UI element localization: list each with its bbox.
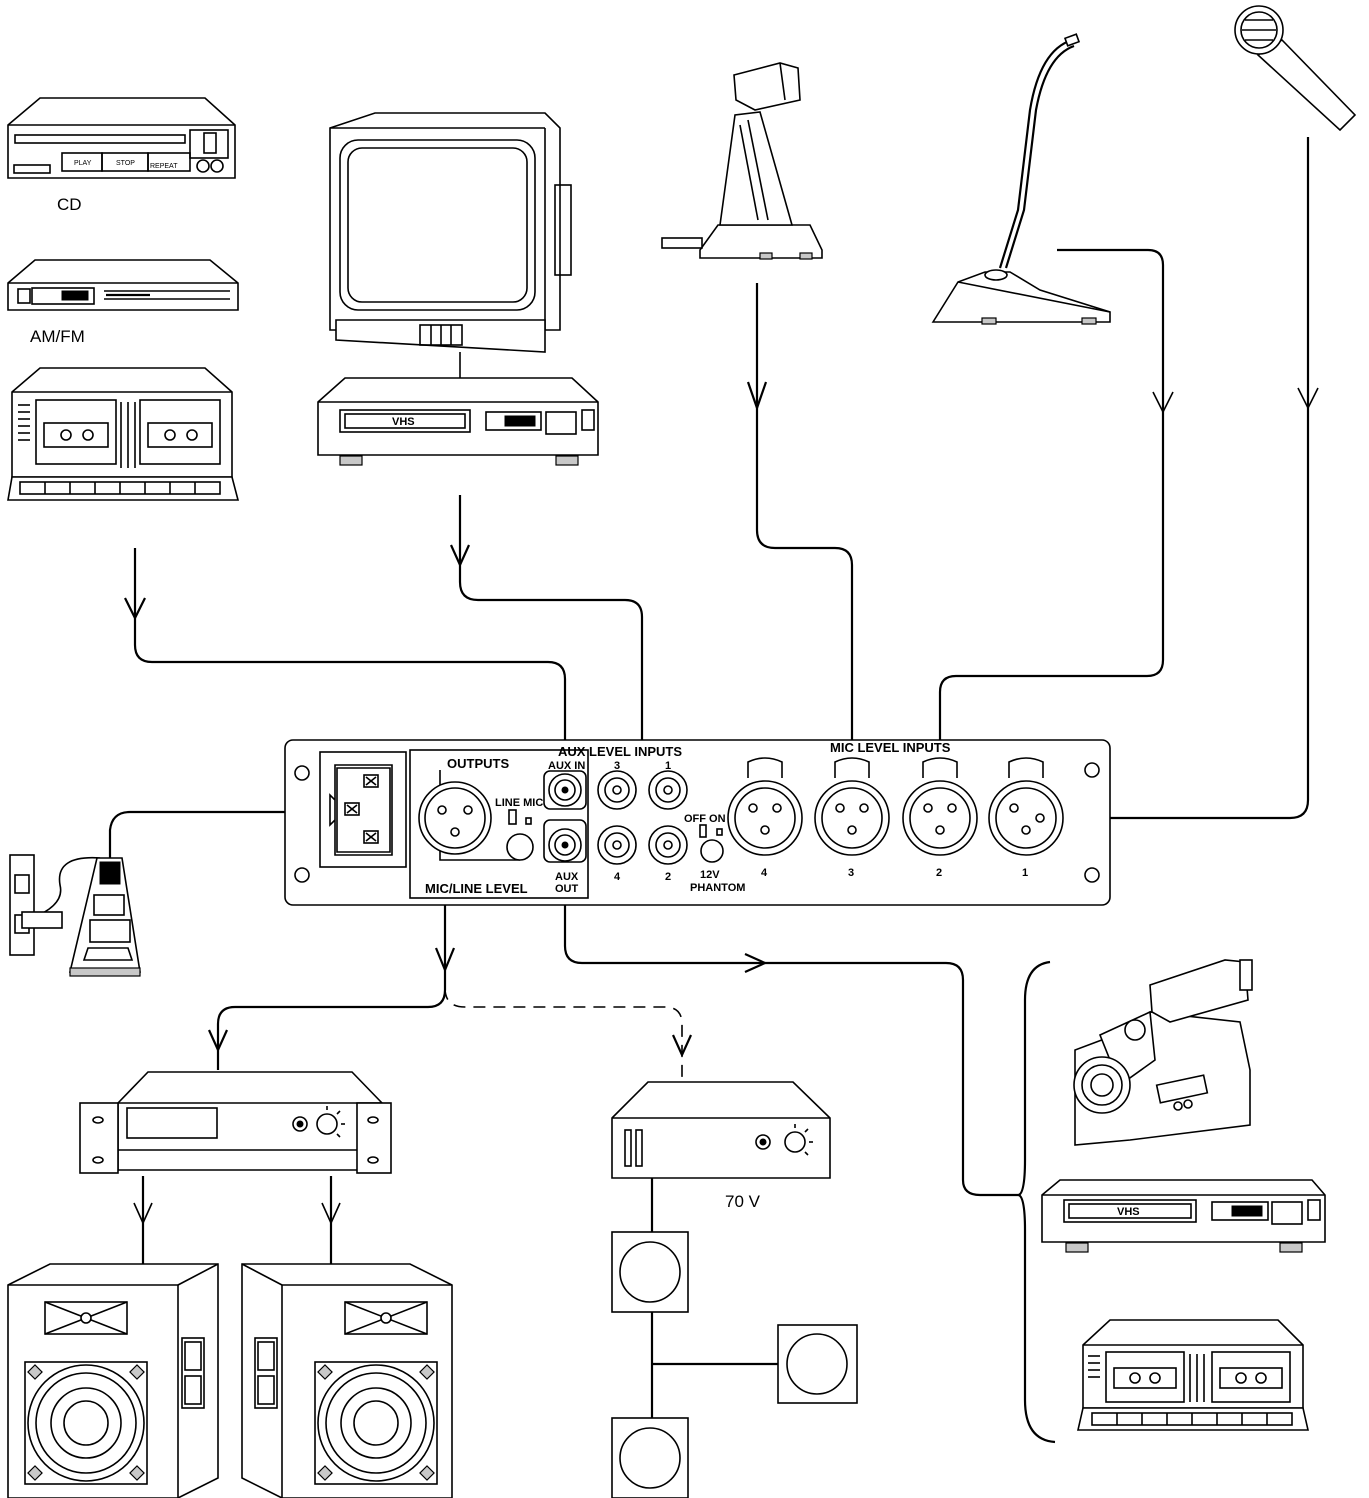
- off-on-label: OFF ON: [684, 813, 726, 825]
- mic-jack-1-label: 1: [1022, 867, 1028, 879]
- ceiling-speaker-1: [611, 1231, 689, 1313]
- aux-jack-1-label: 1: [665, 760, 671, 772]
- output-xlr-jack[interactable]: [418, 781, 492, 855]
- v70-label: 70 V: [725, 1192, 761, 1211]
- tv-monitor: [329, 112, 572, 353]
- amfm-label: AM/FM: [30, 327, 85, 346]
- signal-arrows: [124, 381, 1319, 1225]
- vcr-right: VHS: [1041, 1179, 1326, 1253]
- outputs-label: OUTPUTS: [447, 756, 509, 771]
- speaker-right: [241, 1263, 453, 1498]
- amfm-tuner: [7, 259, 239, 311]
- aux-jack-4-label: 4: [614, 871, 621, 883]
- rear-panel: OUTPUTS LINE MIC MIC/LINE LEVEL AUX LEVE…: [284, 739, 1111, 906]
- mic-jack-4-label: 4: [761, 867, 768, 879]
- aux-out-label-1: AUX: [555, 871, 579, 883]
- aux-out-label-2: OUT: [555, 883, 579, 895]
- aux-jack-2[interactable]: [648, 825, 688, 865]
- phantom-label: PHANTOM: [690, 882, 745, 894]
- aux-out-jack[interactable]: [543, 819, 587, 863]
- gooseneck-microphone: [931, 33, 1111, 325]
- power-strip: [68, 857, 141, 977]
- aux-jack-3[interactable]: [597, 770, 637, 810]
- aux-level-inputs-label: AUX LEVEL INPUTS: [558, 744, 682, 759]
- mic-xlr-jack-4[interactable]: [727, 757, 803, 856]
- vcr-right-vhs-label: VHS: [1117, 1206, 1140, 1218]
- mic-jack-3-label: 3: [848, 867, 854, 879]
- phantom-switch[interactable]: [699, 824, 707, 838]
- cd-play-label: PLAY: [74, 160, 92, 167]
- phantom-12v-label: 12V: [700, 869, 720, 881]
- vcr-main-vhs-label: VHS: [392, 416, 415, 428]
- power-inlet[interactable]: [319, 751, 407, 868]
- phantom-indicator: [700, 839, 724, 863]
- cd-stop-label: STOP: [116, 160, 135, 167]
- mic-level-inputs-label: MIC LEVEL INPUTS: [830, 740, 951, 755]
- line-mic-label: LINE MIC: [495, 797, 543, 809]
- speaker-left: [7, 1263, 219, 1498]
- signal-cables: [31, 137, 1310, 1444]
- aux-jack-3-label: 3: [614, 760, 620, 772]
- cd-repeat-label: REPEAT: [150, 163, 178, 170]
- camcorder: [1073, 959, 1253, 1146]
- vcr-main: VHS: [317, 377, 599, 466]
- cd-label: CD: [57, 195, 82, 214]
- amplifier-70v: [611, 1081, 831, 1179]
- mic-line-level-label: MIC/LINE LEVEL: [425, 881, 528, 896]
- line-mic-switch[interactable]: [508, 809, 517, 825]
- mic-xlr-jack-1[interactable]: [988, 757, 1064, 856]
- mic-xlr-jack-2[interactable]: [902, 757, 978, 856]
- aux-in-jack[interactable]: [543, 770, 587, 810]
- wall-outlet: [9, 854, 63, 956]
- handheld-microphone: [1234, 5, 1357, 132]
- aux-jack-4[interactable]: [597, 825, 637, 865]
- aux-jack-2-label: 2: [665, 871, 671, 883]
- ceiling-speaker-2: [777, 1324, 858, 1404]
- cassette-deck: [7, 367, 240, 501]
- desk-microphone: [661, 62, 823, 260]
- aux-in-label: AUX IN: [548, 760, 585, 772]
- cd-player: PLAY STOP REPEAT: [7, 97, 236, 179]
- power-amplifier: [79, 1071, 392, 1174]
- mic-xlr-jack-3[interactable]: [814, 757, 890, 856]
- cassette-deck-right: [1076, 1319, 1310, 1431]
- mic-jack-2-label: 2: [936, 867, 942, 879]
- ceiling-speaker-3: [611, 1417, 689, 1498]
- output-level-knob[interactable]: [506, 833, 534, 861]
- aux-jack-1[interactable]: [648, 770, 688, 810]
